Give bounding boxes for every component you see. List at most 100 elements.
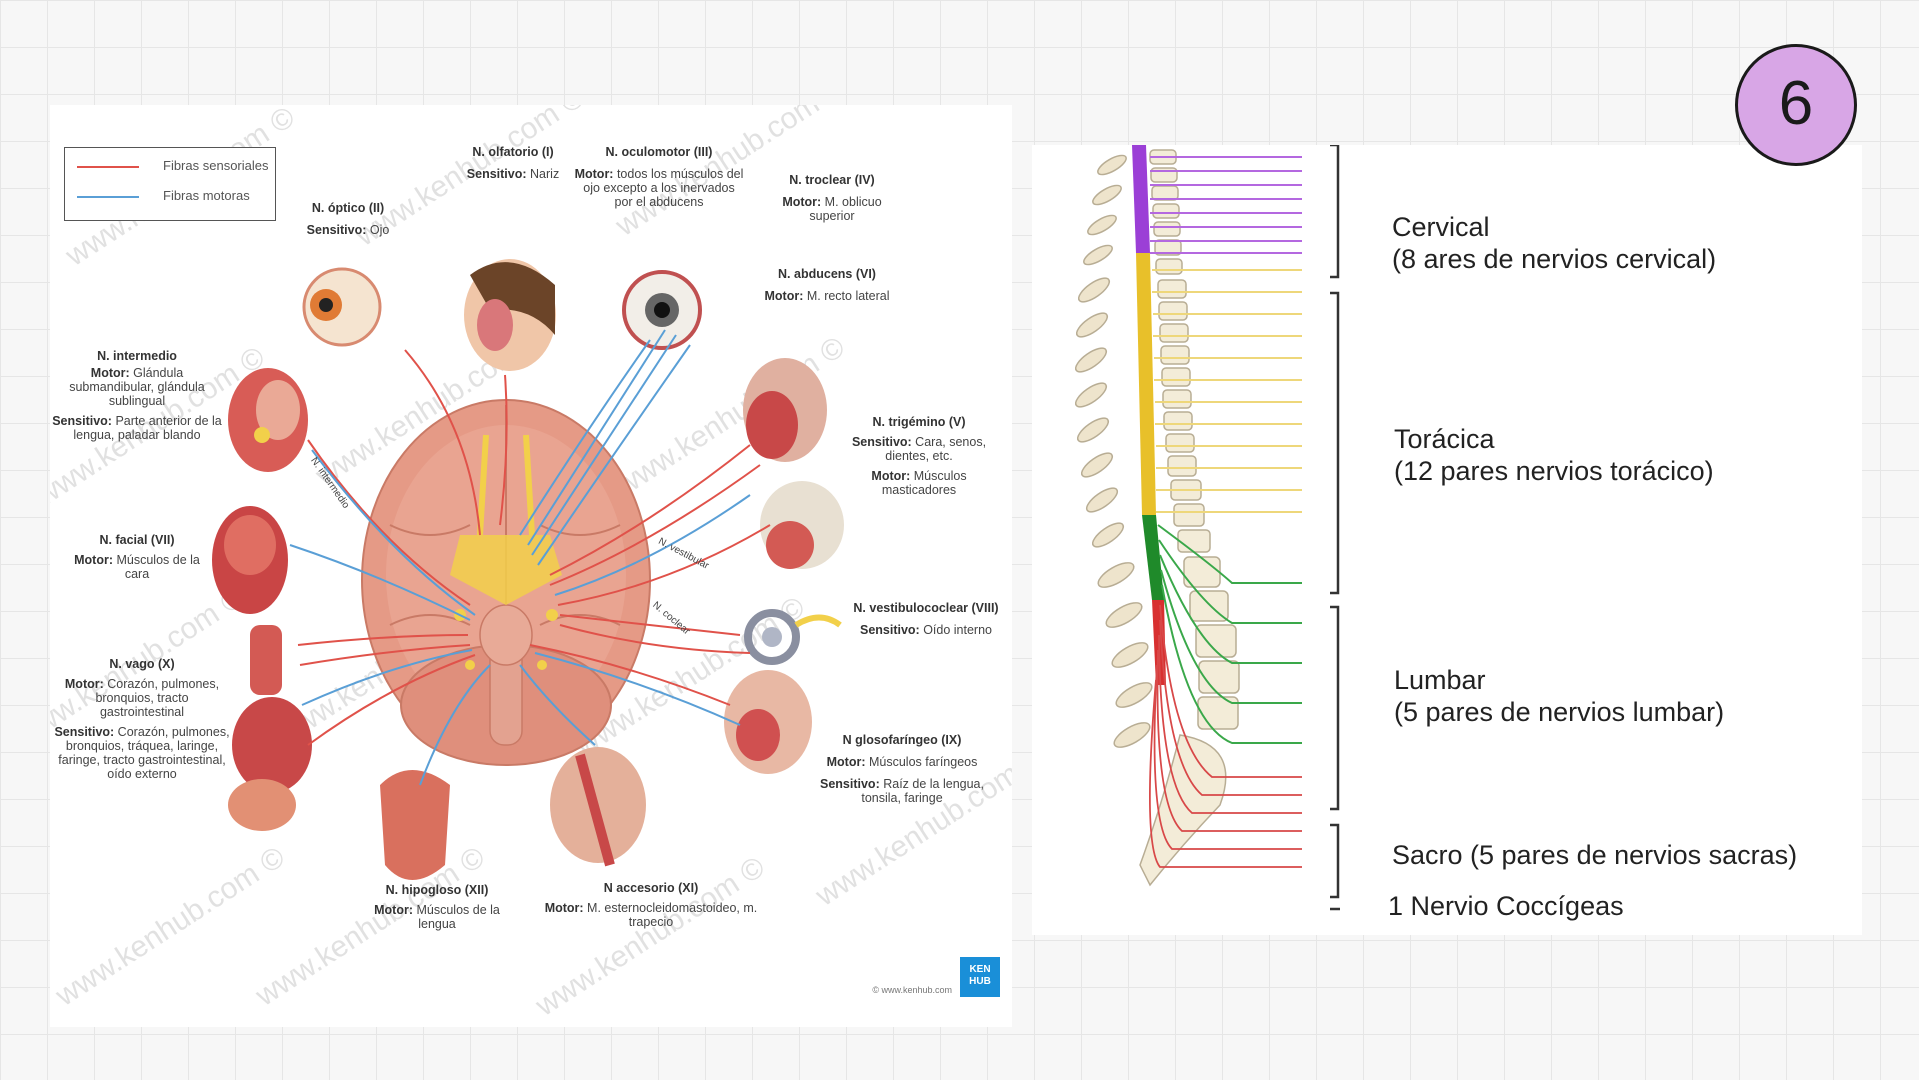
- nerve-title: N glosofaríngeo (IX): [842, 733, 962, 747]
- fiber-type: Sensitivo:: [859, 623, 920, 637]
- thoracic-organs-illustration: [228, 625, 312, 831]
- label-oculomotor-nerve: N. oculomotor (III) Motor: todos los mús…: [574, 145, 744, 209]
- nerve-title: N. óptico (II): [311, 201, 385, 215]
- nerve-title: N. olfatorio (I): [472, 145, 554, 159]
- fiber-type: Motor:: [544, 901, 584, 915]
- legend-label-sensory: Fibras sensoriales: [163, 158, 269, 173]
- fiber-type: Sensitivo:: [851, 435, 912, 449]
- region-name: Cervical: [1392, 212, 1490, 242]
- nerve-target: Glándula submandibular, glándula subling…: [69, 366, 205, 408]
- face-glands-illustration: [228, 368, 308, 472]
- skull-illustration: [760, 481, 844, 569]
- kenhub-url: © www.kenhub.com: [872, 985, 952, 995]
- nerve-target: Corazón, pulmones, bronquios, tracto gas…: [95, 677, 220, 719]
- region-label-sacral: Sacro (5 pares de nervios sacras): [1392, 840, 1798, 870]
- fiber-type: Motor:: [826, 755, 866, 769]
- region-detail: (8 ares de nervios cervical): [1392, 244, 1717, 274]
- legend-item-motor: Fibras motoras: [75, 186, 270, 206]
- nerve-fibers: [289, 329, 771, 786]
- fiber-type: Motor:: [64, 677, 104, 691]
- nerve-title: N. oculomotor (III): [605, 145, 713, 159]
- label-facial-nerve: N. facial (VII) Motor: Músculos de la ca…: [72, 533, 202, 581]
- nerve-target: M. oblicuo superior: [809, 195, 882, 223]
- nerve-title: N. facial (VII): [99, 533, 175, 547]
- label-intermediate-nerve: N. intermedio Motor: Glándula submandibu…: [52, 349, 222, 442]
- nerve-target: Cara, senos, dientes, etc.: [885, 435, 987, 463]
- eye-muscles-illustration: [622, 270, 702, 350]
- head-muscles-illustration: [743, 358, 827, 462]
- nerve-target: Ojo: [366, 223, 390, 237]
- nerve-target: Raíz de la lengua, tonsila, faringe: [861, 777, 984, 805]
- fiber-type: Sensitivo:: [52, 414, 112, 428]
- nerve-title: N. troclear (IV): [789, 173, 875, 187]
- nerve-target: Músculos masticadores: [881, 469, 967, 497]
- spinal-nerves-diagram: Cervical (8 ares de nervios cervical) To…: [1032, 145, 1862, 935]
- nerve-title: N. vestibulococlear (VIII): [853, 601, 999, 615]
- fiber-type: Motor:: [782, 195, 822, 209]
- label-accessory-nerve: N accesorio (XI) Motor: M. esternocleido…: [536, 881, 766, 929]
- neck-muscles-illustration: [550, 747, 646, 867]
- nerve-target: M. recto lateral: [803, 289, 890, 303]
- nerve-target: Músculos de la lengua: [413, 903, 500, 931]
- lumbar-nerves: [1157, 524, 1302, 744]
- region-brackets: [1330, 145, 1340, 911]
- legend-item-sensory: Fibras sensoriales: [75, 156, 270, 176]
- cervical-nerves: [1150, 156, 1302, 254]
- brain-inferior-view: [361, 399, 651, 766]
- nerve-target: Músculos de la cara: [113, 553, 200, 581]
- region-label-cervical: Cervical (8 ares de nervios cervical): [1392, 211, 1716, 275]
- nerve-title: N. trigémino (V): [872, 415, 966, 429]
- cord-thoracic-segment: [1136, 253, 1156, 515]
- fiber-type: Motor:: [374, 903, 413, 917]
- sacral-nerves: [1148, 604, 1302, 868]
- fiber-type: Motor:: [764, 289, 804, 303]
- region-detail: (12 pares nervios torácico): [1394, 456, 1714, 486]
- fiber-type: Motor:: [90, 366, 130, 380]
- legend-swatch-sensory: [77, 166, 139, 168]
- label-vagus-nerve: N. vago (X) Motor: Corazón, pulmones, br…: [52, 657, 232, 781]
- label-optic-nerve: N. óptico (II) Sensitivo: Ojo: [288, 201, 408, 237]
- nerve-target: Nariz: [526, 167, 560, 181]
- fiber-type: Sensitivo:: [820, 777, 880, 791]
- nerve-title: N. hipogloso (XII): [385, 883, 489, 897]
- cord-cervical-segment: [1132, 145, 1150, 253]
- label-glossopharyngeal-nerve: N glosofaríngeo (IX) Motor: Músculos far…: [812, 733, 992, 805]
- fiber-type: Motor:: [871, 469, 911, 483]
- region-name: Lumbar: [1394, 665, 1486, 695]
- label-trochlear-nerve: N. troclear (IV) Motor: M. oblicuo super…: [762, 173, 902, 223]
- region-detail: (5 pares de nervios lumbar): [1394, 697, 1725, 727]
- cranial-nerves-illustration: [212, 259, 844, 880]
- nerve-title: N. intermedio: [97, 349, 177, 363]
- fiber-type: Motor:: [74, 553, 113, 567]
- region-label-lumbar: Lumbar (5 pares de nervios lumbar): [1394, 664, 1724, 728]
- thoracic-nerves: [1152, 269, 1302, 513]
- kenhub-logo: KEN HUB: [960, 957, 1000, 997]
- label-trigeminal-nerve: N. trigémino (V) Sensitivo: Cara, senos,…: [844, 415, 994, 497]
- nerve-target: M. esternocleidomastoideo, m. trapecio: [583, 901, 758, 929]
- legend: Fibras sensoriales Fibras motoras: [64, 147, 276, 221]
- label-olfactory-nerve: N. olfatorio (I) Sensitivo: Nariz: [438, 145, 588, 181]
- legend-swatch-motor: [77, 196, 139, 198]
- kenhub-logo-top: KEN: [969, 964, 991, 975]
- slide-number-badge: 6: [1735, 44, 1857, 166]
- nerve-target: Parte anterior de la lengua, paladar bla…: [73, 414, 222, 442]
- label-abducens-nerve: N. abducens (VI) Motor: M. recto lateral: [752, 267, 902, 303]
- label-vestibulocochlear-nerve: N. vestibulococlear (VIII) Sensitivo: Oí…: [846, 601, 1006, 637]
- tongue-illustration: [380, 770, 450, 880]
- nerve-title: N accesorio (XI): [603, 881, 699, 895]
- spinous-processes: [1074, 154, 1153, 748]
- cord-lumbar-segment: [1142, 515, 1164, 600]
- fiber-type: Sensitivo:: [466, 167, 527, 181]
- nerve-target: Corazón, pulmones, bronquios, tráquea, l…: [58, 725, 230, 781]
- olfactory-head-illustration: [464, 259, 556, 371]
- region-label-coccygeal: 1 Nervio Coccígeas: [1388, 891, 1624, 921]
- fiber-type: Motor:: [574, 167, 614, 181]
- fiber-type: Sensitivo:: [306, 223, 367, 237]
- nerve-title: N. vago (X): [109, 657, 175, 671]
- fiber-type: Sensitivo:: [54, 725, 115, 739]
- facial-muscles-illustration: [212, 506, 288, 614]
- nerve-target: Oído interno: [919, 623, 992, 637]
- region-label-thoracic: Torácica (12 pares nervios torácico): [1394, 423, 1714, 487]
- inner-ear-illustration: [744, 609, 842, 665]
- nerve-title: N. abducens (VI): [778, 267, 876, 281]
